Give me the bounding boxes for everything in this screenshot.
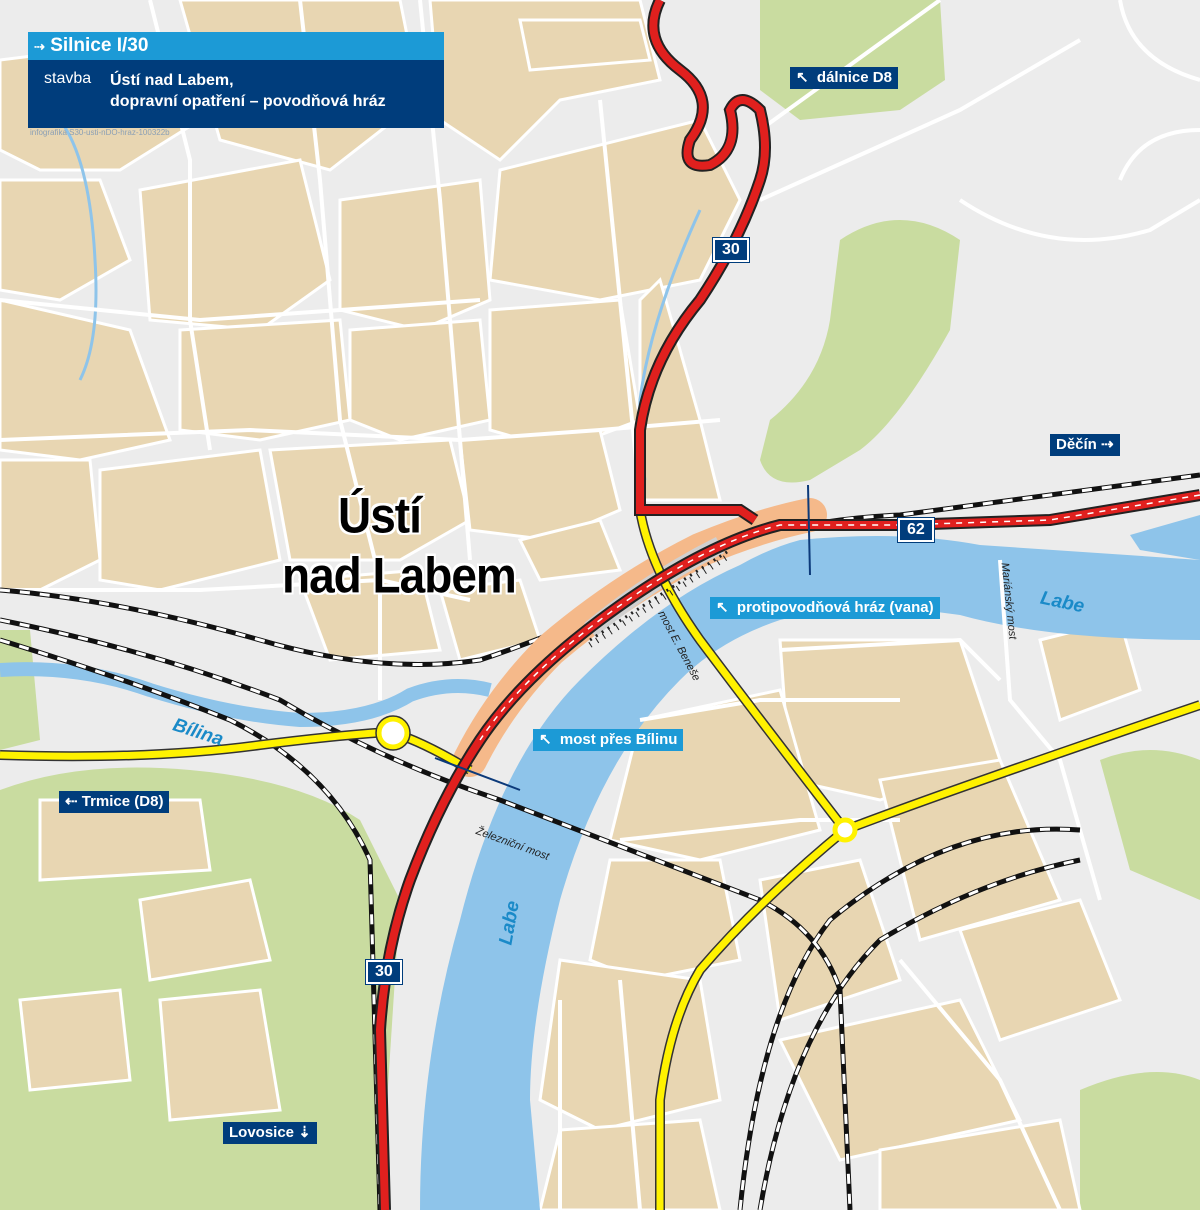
stream bbox=[58, 119, 98, 381]
info-title: Silnice I/30 bbox=[50, 35, 149, 56]
road-i30 bbox=[373, 0, 1200, 1210]
arrow-down-icon: ⇣ bbox=[298, 1124, 311, 1141]
info-name-line2: dopravní opatření – povodňová hráz bbox=[110, 93, 386, 110]
info-kind: stavba bbox=[44, 70, 92, 87]
direction-lovosice[interactable]: Lovosice ⇣ bbox=[223, 1122, 317, 1144]
callout-flood-dam-label: protipovodňová hráz (vana) bbox=[736, 599, 934, 616]
route-shield-30-north: 30 bbox=[712, 237, 750, 263]
direction-decin-label: Děčín bbox=[1056, 436, 1097, 453]
info-name-line1: Ústí nad Labem, bbox=[110, 72, 234, 89]
river-labe bbox=[420, 515, 1200, 1210]
info-box: ⇢ Silnice I/30 stavba Ústí nad Labem, do… bbox=[28, 32, 444, 128]
river-bilina bbox=[0, 662, 492, 728]
dam-marker-line bbox=[807, 484, 811, 576]
arrow-up-left-icon: ↖ bbox=[716, 599, 729, 616]
route-shield-30-south: 30 bbox=[365, 959, 403, 985]
bridge-marker-line bbox=[434, 757, 521, 791]
arrow-right-icon: ⇢ bbox=[34, 39, 45, 54]
info-body: stavba Ústí nad Labem, dopravní opatření… bbox=[28, 60, 444, 128]
arrow-up-left-icon: ↖ bbox=[539, 731, 552, 748]
arrow-left-icon: ⇠ bbox=[65, 793, 78, 810]
yellow-roads bbox=[0, 509, 1200, 1210]
direction-trmice-label: Trmice (D8) bbox=[81, 793, 164, 810]
direction-d8[interactable]: ↖ dálnice D8 bbox=[790, 67, 898, 89]
info-title-bar: ⇢ Silnice I/30 bbox=[28, 32, 444, 60]
railways bbox=[0, 472, 1200, 1210]
direction-d8-label: dálnice D8 bbox=[816, 69, 892, 86]
roundabout-west bbox=[376, 716, 410, 750]
callout-bilina-bridge-label: most přes Bílinu bbox=[559, 731, 678, 748]
roundabout-east bbox=[832, 817, 858, 843]
direction-lovosice-label: Lovosice bbox=[229, 1124, 295, 1141]
route-shield-62: 62 bbox=[897, 517, 935, 543]
arrow-up-left-icon: ↖ bbox=[796, 69, 809, 86]
city-name-line2: nad Labem bbox=[282, 546, 517, 604]
callout-flood-dam[interactable]: ↖ protipovodňová hráz (vana) bbox=[710, 597, 940, 619]
info-name: Ústí nad Labem, dopravní opatření – povo… bbox=[110, 70, 386, 112]
direction-trmice[interactable]: ⇠ Trmice (D8) bbox=[59, 791, 170, 813]
direction-decin[interactable]: Děčín ⇢ bbox=[1050, 434, 1120, 456]
info-code: infografika S30-usti-nDO-hraz-100322b bbox=[30, 128, 170, 137]
city-name-line1: Ústí bbox=[338, 486, 422, 544]
callout-bilina-bridge[interactable]: ↖ most přes Bílinu bbox=[533, 729, 684, 751]
arrow-right-icon: ⇢ bbox=[1101, 436, 1114, 453]
